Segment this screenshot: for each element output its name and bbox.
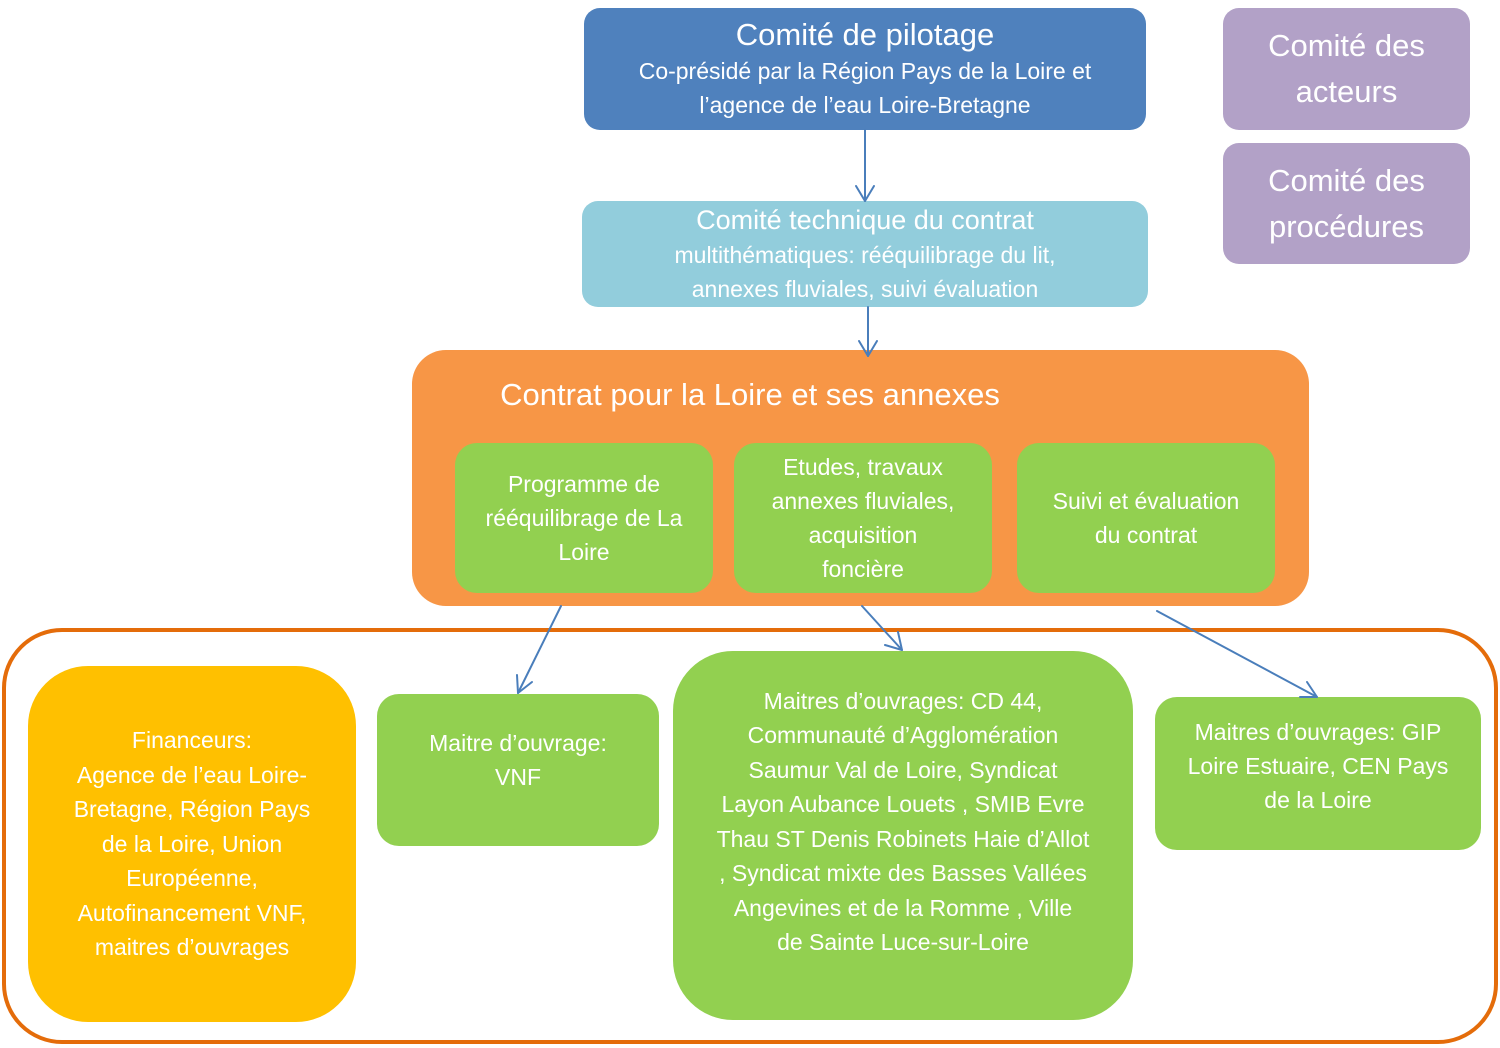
- financeurs-line: Autofinancement VNF,: [77, 899, 307, 926]
- financeurs-line: Bretagne, Région Pays: [73, 796, 311, 823]
- comite-technique-box: Comité technique du contrat multithémati…: [582, 201, 1148, 307]
- comite-pilotage-line: Co-présidé par la Région Pays de la Loir…: [638, 58, 1092, 84]
- maitres-ouvrages-annexes-box: Maitres d’ouvrages: CD 44, Communauté d’…: [673, 651, 1133, 1020]
- financeurs-box: Financeurs: Agence de l’eau Loire- Breta…: [28, 666, 356, 1022]
- component-reequilibrage: Programme de rééquilibrage de La Loire: [455, 443, 713, 593]
- component-line: du contrat: [1094, 522, 1198, 548]
- vnf-line: VNF: [495, 764, 541, 790]
- comite-pilotage-line: l’agence de l’eau Loire-Bretagne: [699, 92, 1031, 118]
- financeurs-line: Agence de l’eau Loire-: [76, 761, 308, 788]
- comite-procedures-line: procédures: [1268, 208, 1425, 244]
- mo-line: , Syndicat mixte des Basses Vallées: [719, 860, 1087, 886]
- mo-line: Maitres d’ouvrages: CD 44,: [763, 687, 1043, 714]
- arrow-pilotage-to-technique: [855, 129, 875, 202]
- component-line: acquisition: [808, 522, 918, 548]
- vnf-line: Maitre d’ouvrage:: [429, 730, 607, 756]
- financeurs-line: Financeurs:: [131, 727, 253, 754]
- comite-procedures-box: Comité des procédures: [1223, 143, 1470, 264]
- arrow-technique-to-contrat: [858, 306, 878, 357]
- comite-pilotage-title: Comité de pilotage: [735, 17, 995, 52]
- comite-technique-line: annexes fluviales, suivi évaluation: [691, 275, 1039, 302]
- component-line: foncière: [822, 556, 904, 582]
- mo-line: Thau ST Denis Robinets Haie d’Allot: [716, 825, 1090, 852]
- comite-pilotage-box: Comité de pilotage Co-présidé par la Rég…: [584, 8, 1146, 130]
- component-line: Programme de: [507, 471, 661, 497]
- component-suivi-evaluation: Suivi et évaluation du contrat: [1017, 443, 1275, 593]
- mo-line: Layon Aubance Louets , SMIB Evre: [721, 791, 1085, 817]
- comite-acteurs-box: Comité des acteurs: [1223, 8, 1470, 130]
- maitres-ouvrages-suivi-box: Maitres d’ouvrages: GIP Loire Estuaire, …: [1155, 697, 1481, 850]
- comite-technique-line: multithématiques: rééquilibrage du lit,: [674, 241, 1056, 268]
- financeurs-line: Européenne,: [126, 865, 258, 892]
- component-line: rééquilibrage de La: [485, 505, 683, 531]
- mo-line: Communauté d’Agglomération: [747, 722, 1059, 748]
- comite-acteurs-line: Comité des: [1268, 28, 1425, 63]
- comite-technique-title: Comité technique du contrat: [696, 204, 1034, 235]
- gip-line: Maitres d’ouvrages: GIP: [1194, 718, 1442, 745]
- mo-line: de Sainte Luce-sur-Loire: [777, 929, 1029, 955]
- financeurs-line: maitres d’ouvrages: [94, 934, 290, 961]
- financeurs-line: de la Loire, Union: [101, 830, 283, 857]
- gip-line: de la Loire: [1264, 786, 1372, 813]
- comite-procedures-line: Comité des: [1268, 162, 1425, 198]
- acteurs-frame: [2, 628, 1498, 1044]
- component-annexes-fluviales: Etudes, travaux annexes fluviales, acqui…: [734, 443, 992, 593]
- gip-line: Loire Estuaire, CEN Pays: [1187, 752, 1449, 779]
- mo-line: Saumur Val de Loire, Syndicat: [748, 756, 1058, 783]
- maitre-ouvrage-vnf-box: Maitre d’ouvrage: VNF: [377, 694, 659, 846]
- component-line: Loire: [558, 539, 610, 565]
- contrat-title: Contrat pour la Loire et ses annexes: [500, 377, 1000, 412]
- comite-acteurs-line: acteurs: [1295, 74, 1398, 109]
- component-line: annexes fluviales,: [771, 488, 955, 514]
- component-line: Suivi et évaluation: [1052, 488, 1240, 514]
- mo-line: Angevines et de la Romme , Ville: [733, 894, 1073, 921]
- component-line: Etudes, travaux: [783, 454, 943, 480]
